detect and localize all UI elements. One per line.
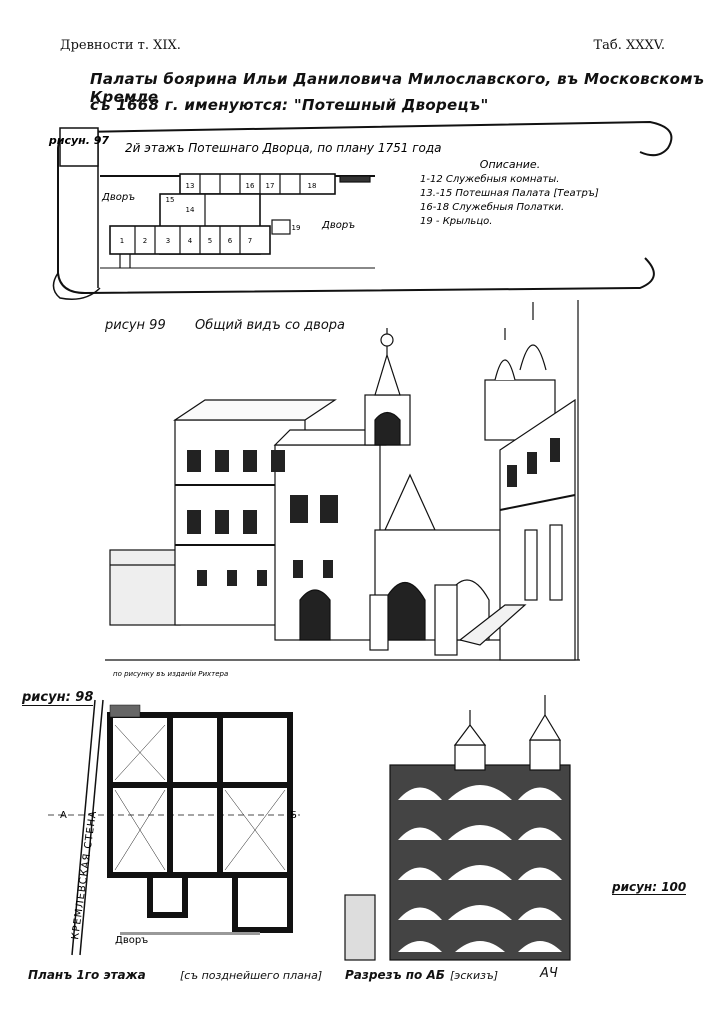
palace-view-drawing: по рисунку въ изданіи Рихтера bbox=[105, 300, 580, 678]
plate-number: Таб. XXXV. bbox=[593, 38, 665, 53]
svg-text:14: 14 bbox=[186, 206, 195, 214]
figure-98-label: рисун: 98 bbox=[22, 690, 94, 706]
figure-100-caption-note: [эскизъ] bbox=[450, 969, 499, 982]
svg-text:2: 2 bbox=[143, 237, 147, 245]
svg-text:18: 18 bbox=[308, 182, 317, 190]
svg-text:15: 15 bbox=[166, 196, 175, 204]
page-title-line1: Палаты боярина Ильи Даниловича Милославс… bbox=[90, 70, 705, 106]
svg-text:4: 4 bbox=[188, 237, 193, 245]
figure-97-caption: 2й этажъ Потешнаго Дворца, по плану 1751… bbox=[125, 141, 442, 155]
section-mark-b: Б bbox=[290, 810, 297, 821]
signature: АЧ bbox=[540, 966, 558, 981]
svg-text:16: 16 bbox=[246, 182, 255, 190]
legend-item: 19 - Крыльцо. bbox=[420, 216, 492, 227]
kremlin-wall-label: КРЕМЛЕВСКАЯ СТЕНА bbox=[70, 810, 99, 941]
page-title-line2: съ 1668 г. именуются: "Потешный Дворецъ" bbox=[90, 96, 489, 114]
svg-text:19: 19 bbox=[292, 224, 301, 232]
scroll-frame: рисун. 97 Дворъ Дворъ 1 2 3 4 5 bbox=[48, 120, 673, 300]
legend-item: 16-18 Служебныя Полатки. bbox=[420, 201, 564, 213]
figure-98-plan: А Б КРЕМЛЕВСКАЯ СТЕНА Дворъ bbox=[20, 685, 320, 975]
court-label-left: Дворъ bbox=[101, 192, 135, 203]
figure-98-caption: Планъ 1го этажа bbox=[28, 968, 146, 982]
figure-100-caption: Разрезъ по АБ bbox=[345, 968, 445, 982]
ground-floor-plan: А Б КРЕМЛЕВСКАЯ СТЕНА Дворъ bbox=[48, 699, 300, 956]
section-drawing bbox=[344, 695, 571, 961]
figure-97-scroll: рисун. 97 Дворъ Дворъ 1 2 3 4 5 bbox=[40, 108, 680, 303]
figure-100-label: рисун: 100 bbox=[612, 880, 687, 895]
svg-text:1: 1 bbox=[120, 237, 124, 245]
plan-97 bbox=[100, 173, 375, 269]
figure-100-section bbox=[340, 690, 600, 975]
figure-99-caption: Общий видъ со двора bbox=[195, 318, 345, 333]
figure-97-label: рисун. 97 bbox=[48, 134, 110, 147]
court-label-right: Дворъ bbox=[321, 220, 355, 231]
legend-item: 13.-15 Потешная Палата [Театръ] bbox=[420, 188, 599, 199]
legend-title: Описание. bbox=[480, 158, 540, 171]
figure-98-caption-note: [съ позднейшего плана] bbox=[180, 969, 323, 982]
svg-text:6: 6 bbox=[228, 237, 233, 245]
court-label: Дворъ bbox=[115, 935, 148, 946]
svg-text:13: 13 bbox=[186, 182, 195, 190]
journal-title: Древности т. XIX. bbox=[60, 38, 181, 53]
figure-99-view: по рисунку въ изданіи Рихтера bbox=[105, 300, 580, 680]
figure-99-credit: по рисунку въ изданіи Рихтера bbox=[113, 670, 228, 678]
section-mark-a: А bbox=[60, 810, 67, 821]
room-numbers: 1 2 3 4 5 6 7 13 14 15 16 17 18 19 bbox=[120, 182, 317, 245]
svg-text:3: 3 bbox=[166, 237, 170, 245]
svg-text:5: 5 bbox=[208, 237, 212, 245]
svg-text:17: 17 bbox=[266, 182, 275, 190]
figure-99-label: рисун 99 bbox=[105, 318, 166, 333]
windows bbox=[187, 438, 560, 586]
svg-text:7: 7 bbox=[248, 237, 252, 245]
legend-item: 1-12 Служебныя комнаты. bbox=[420, 173, 559, 185]
